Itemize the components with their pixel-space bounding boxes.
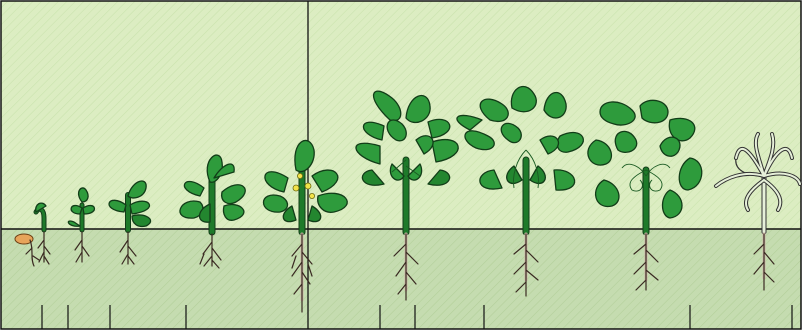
growth-stage-diagram: [0, 0, 802, 330]
